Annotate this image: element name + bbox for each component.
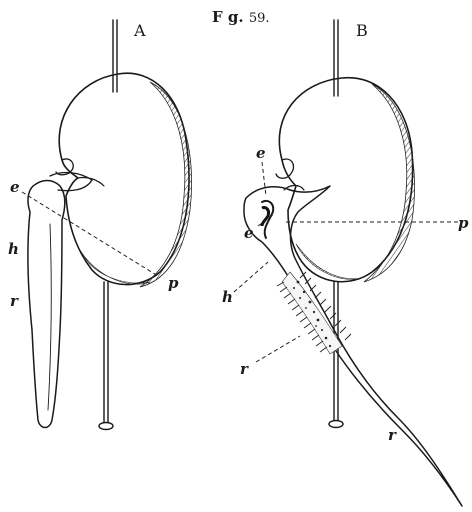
panel-b-leader-e-top bbox=[262, 162, 266, 196]
panel-b-pin bbox=[329, 20, 343, 428]
panel-b-label-r-top: r bbox=[240, 360, 249, 378]
panel-a-label-e: e bbox=[10, 178, 20, 196]
panel-b-letter: B bbox=[356, 21, 368, 40]
panel-b-label-e-top: e bbox=[256, 144, 266, 162]
figure-title: F g. 59. bbox=[212, 8, 270, 26]
panel-a-label-h: h bbox=[8, 240, 19, 258]
panel-b-label-h: h bbox=[222, 288, 233, 306]
panel-b-label-p: p bbox=[458, 214, 469, 232]
panel-a-label-p: p bbox=[168, 274, 179, 292]
panel-b-leader-h bbox=[234, 262, 268, 292]
panel-a: A e h bbox=[8, 20, 192, 430]
panel-a-label-r: r bbox=[10, 292, 19, 310]
panel-b-label-e-left: e bbox=[244, 224, 254, 242]
panel-b: B bbox=[222, 20, 469, 506]
panel-a-pin bbox=[99, 20, 117, 430]
panel-b-seed bbox=[276, 78, 415, 282]
panel-b-leader-r bbox=[256, 336, 300, 362]
panel-b-label-r-tip: r bbox=[388, 426, 397, 444]
panel-b-seedling bbox=[244, 186, 462, 506]
panel-a-radicle bbox=[28, 173, 92, 428]
panel-a-letter: A bbox=[133, 21, 146, 40]
